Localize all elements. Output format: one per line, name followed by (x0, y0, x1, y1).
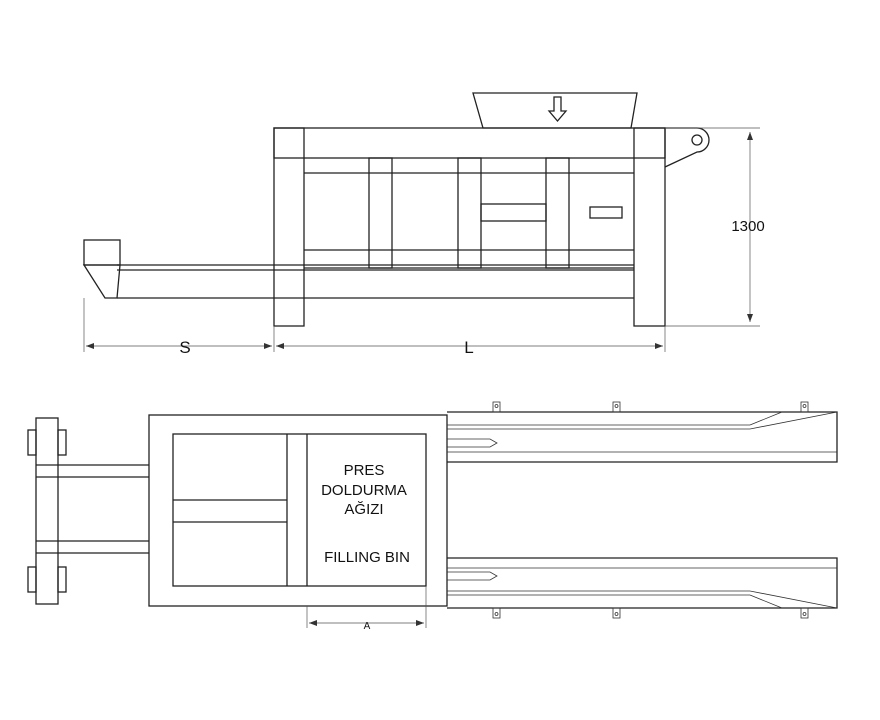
frame-right-post (633, 127, 666, 327)
hopper (472, 92, 638, 129)
press-body-inner (172, 433, 427, 587)
label-filling-bin: FILLING BIN (324, 549, 410, 566)
mount-bolt-top-left (27, 429, 37, 456)
a-dimension-label: A (364, 621, 371, 632)
top-rail (447, 401, 838, 463)
cylinder-head-taper (82, 264, 121, 299)
height-dimension-label: 1300 (731, 218, 764, 235)
side-rib-1 (368, 157, 393, 269)
mount-bolt-bottom-right (57, 566, 67, 593)
bottom-rail (447, 557, 838, 619)
top-view: PRES DOLDURMA AĞIZI FILLING BIN A (27, 401, 838, 632)
side-rib-2 (457, 157, 482, 269)
s-dimension-label: S (179, 338, 190, 357)
frame-top-beam (273, 127, 666, 159)
side-view: 1300 S L (82, 92, 765, 357)
frame-left-post (273, 127, 305, 327)
cylinder-head-block (83, 239, 121, 266)
side-rib-3 (545, 157, 570, 269)
label-pres: PRES (344, 462, 385, 479)
mount-bolt-top-right (57, 429, 67, 456)
feed-arrow-icon (547, 96, 568, 123)
l-dimension-label: L (464, 338, 473, 357)
mount-plate (35, 417, 59, 605)
side-cross-plate (480, 203, 547, 222)
label-doldurma: DOLDURMA (321, 482, 407, 499)
mount-bolt-bottom-left (27, 566, 37, 593)
label-agizi: AĞIZI (344, 501, 383, 518)
side-window (589, 206, 623, 219)
lifting-lug (664, 127, 710, 168)
lug-hole (691, 134, 703, 146)
press-body (148, 414, 448, 607)
